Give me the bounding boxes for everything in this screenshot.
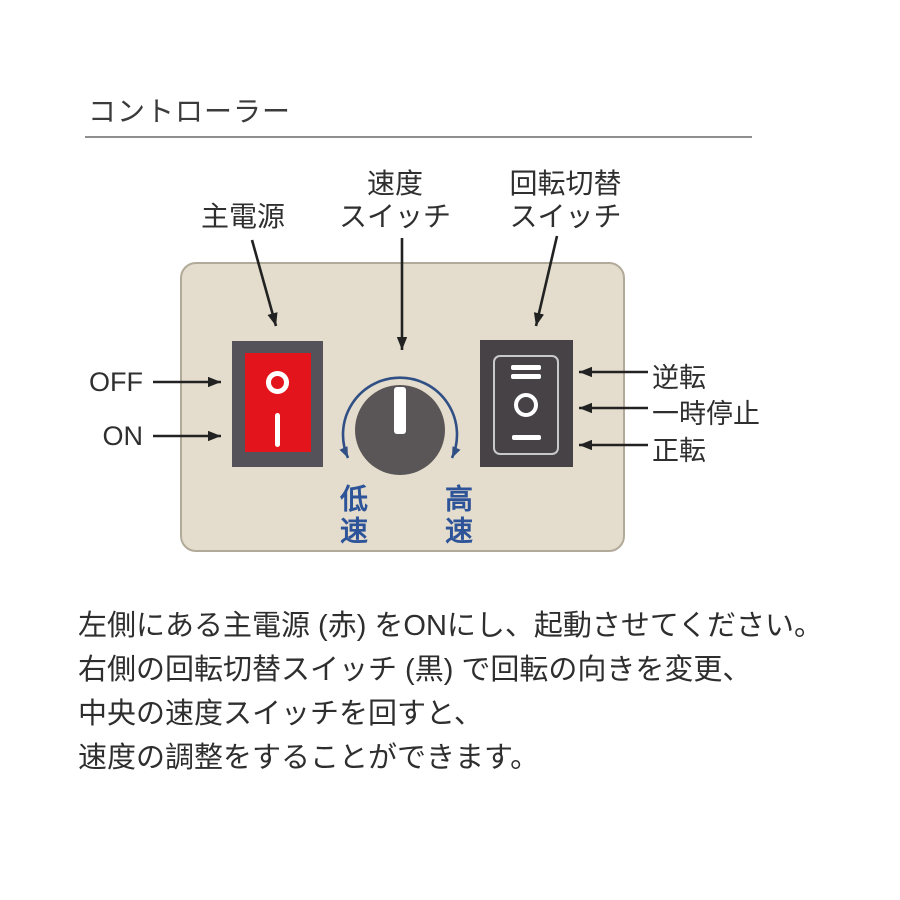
description-paragraph: 左側にある主電源 (赤) をONにし、起動させてください。 右側の回転切替スイッ… <box>78 604 868 780</box>
callout-rotation-switch: 回転切替 スイッチ <box>488 167 643 233</box>
pause-symbol-icon <box>514 393 538 417</box>
description-line: 左側にある主電源 (赤) をONにし、起動させてください。 <box>78 610 824 642</box>
description-line: 右側の回転切替スイッチ (黒) で回転の向きを変更、 <box>78 654 752 686</box>
title-divider <box>85 136 752 138</box>
callout-rotation-line1: 回転切替 <box>509 168 622 199</box>
description-line: 速度の調整をすることができます。 <box>78 742 540 774</box>
callout-speed-line1: 速度 <box>366 168 423 199</box>
rotation-pause-label: 一時停止 <box>652 399 760 429</box>
power-off-label: OFF <box>89 367 143 397</box>
power-on-symbol-icon <box>275 413 280 447</box>
speed-knob-indicator <box>394 387 406 434</box>
speed-high-label: 高速 <box>442 484 473 548</box>
rotation-reverse-label: 逆転 <box>652 363 706 393</box>
reverse-symbol-icon <box>511 365 541 370</box>
callout-speed-switch: 速度 スイッチ <box>325 167 465 233</box>
speed-low-label: 低速 <box>337 484 368 548</box>
callout-speed-line2: スイッチ <box>338 201 451 232</box>
power-on-label: ON <box>102 421 144 451</box>
forward-symbol-icon <box>512 435 541 440</box>
reverse-symbol-icon <box>511 374 541 379</box>
callout-rotation-line2: スイッチ <box>509 201 622 232</box>
rotation-forward-label: 正転 <box>652 436 706 466</box>
rotation-switch-face <box>493 355 559 455</box>
page-title: コントローラー <box>88 96 292 127</box>
description-line: 中央の速度スイッチを回すと、 <box>78 698 483 730</box>
callout-main-power: 主電源 <box>200 201 285 232</box>
power-off-symbol-icon <box>266 371 289 394</box>
